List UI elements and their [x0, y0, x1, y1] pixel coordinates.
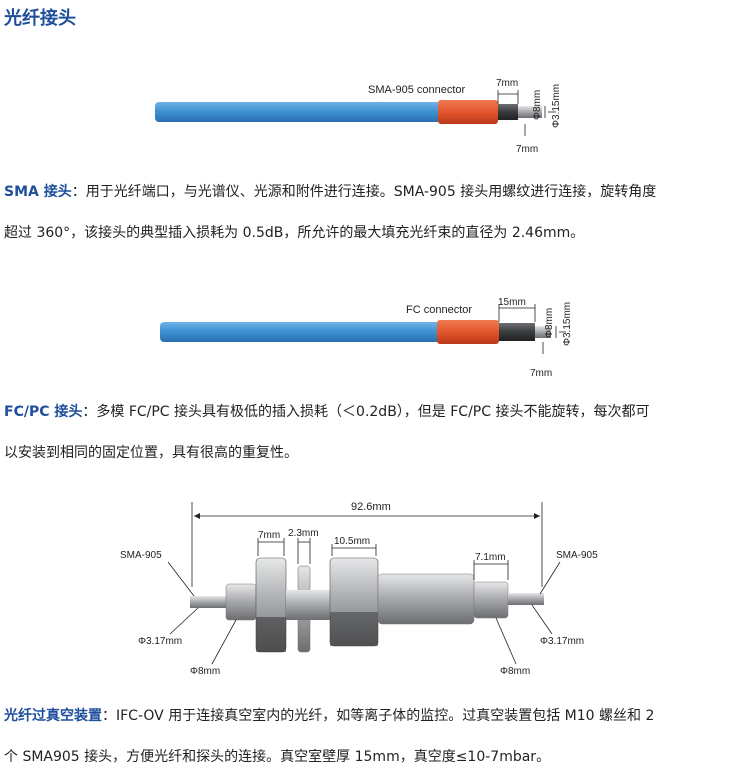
dim-7-1mm: 7.1mm [475, 552, 506, 563]
sma-dim-7mm-top: 7mm [496, 78, 518, 89]
right-sma-ferrule [508, 593, 544, 605]
fc-dim-15mm: 15mm [498, 297, 526, 308]
left-d8-label: Φ8mm [190, 666, 220, 677]
fc-text-2: 以安装到相同的固定位置，具有很高的重复性。 [4, 445, 298, 461]
sma-description: SMA 接头：用于光纤端口，与光谱仪、光源和附件进行连接。SMA-905 接头用… [4, 172, 726, 254]
sma-dim-7mm-bottom: 7mm [516, 144, 538, 155]
left-sma-label: SMA-905 [120, 550, 162, 561]
right-sma-nut [473, 581, 509, 619]
left-d317-label: Φ3.17mm [138, 636, 182, 647]
total-length-dim: 92.6mm [351, 501, 391, 513]
page-title: 光纤接头 [4, 8, 76, 29]
sma-lead: SMA 接头 [4, 184, 72, 200]
right-d8-label: Φ8mm [500, 666, 530, 677]
sma-dim-phi315: Φ3.15mm [551, 84, 562, 128]
sma-dim-phi8: Φ8mm [532, 90, 543, 120]
dim-10-5mm: 10.5mm [334, 536, 370, 547]
feedthrough-text-1: ：IFC-OV 用于连接真空室内的光纤，如等离子体的监控。过真空装置包括 M10… [102, 708, 655, 724]
fc-dim-phi315: Φ3.15mm [562, 302, 573, 346]
fc-connector-label: FC connector [406, 304, 472, 316]
fc-connector-ferrule [535, 326, 551, 338]
fc-connector-diagram: FC connector 15mm Φ8mm Φ3.15mm 7mm [160, 297, 573, 379]
sma-connector-diagram: SMA-905 connector 7mm Φ8mm Φ3.15mm 7mm [155, 78, 562, 155]
fc-dim-7mm-bottom: 7mm [530, 368, 552, 379]
fc-connector-boot [437, 320, 499, 344]
sma-text-1: ：用于光纤端口，与光谱仪、光源和附件进行连接。SMA-905 接头用螺纹进行连接… [71, 184, 657, 200]
sma-connector-label: SMA-905 connector [368, 84, 466, 96]
fiber-cable [155, 102, 441, 122]
connector-nut [498, 104, 518, 120]
sma-text-2: 超过 360°，该接头的典型插入损耗为 0.5dB，所允许的最大填充光纤束的直径… [4, 225, 585, 241]
left-sma-nut [225, 583, 257, 621]
fc-description: FC/PC 接头：多模 FC/PC 接头具有极低的插入损耗（＜0.2dB），但是… [4, 392, 726, 474]
feedthrough-description: 光纤过真空装置：IFC-OV 用于连接真空室内的光纤，如等离子体的监控。过真空装… [4, 696, 726, 777]
feedthrough-diagram: 92.6mm 7mm 2.3mm 10.5mm 7.1mm SMA-905 SM… [120, 501, 598, 677]
feedthrough-lead: 光纤过真空装置 [4, 708, 102, 724]
feedthrough-text-2: 个 SMA905 接头，方便光纤和探头的连接。真空室壁厚 15mm，真空度≤10… [4, 749, 551, 765]
fc-connector-body [499, 323, 535, 341]
body-cylinder [377, 573, 475, 625]
right-sma-label: SMA-905 [556, 550, 598, 561]
fc-text-1: ：多模 FC/PC 接头具有极低的插入损耗（＜0.2dB），但是 FC/PC 接… [82, 404, 650, 420]
fc-dim-phi8: Φ8mm [544, 308, 555, 338]
left-sma-ferrule [190, 596, 226, 608]
fc-fiber-cable [160, 322, 440, 342]
connector-boot [438, 100, 498, 124]
dim-2-3mm: 2.3mm [288, 528, 319, 539]
dim-7mm: 7mm [258, 530, 280, 541]
right-d317-label: Φ3.17mm [540, 636, 584, 647]
fc-lead: FC/PC 接头 [4, 404, 83, 420]
connector-ferrule [518, 106, 542, 118]
